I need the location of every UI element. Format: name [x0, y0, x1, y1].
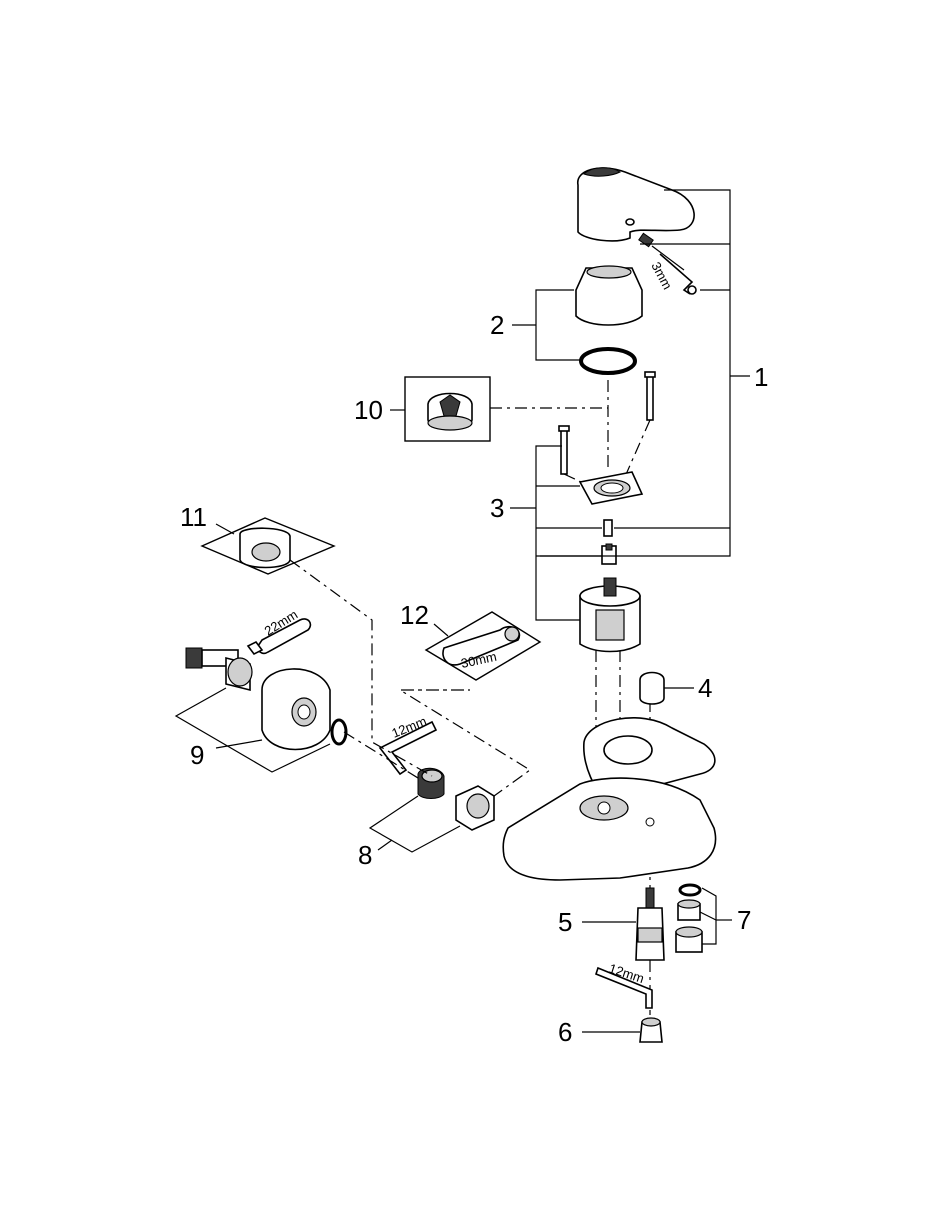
wrench-22mm-icon	[246, 618, 312, 656]
retaining-plate	[578, 471, 644, 505]
callout-7: 7	[737, 905, 751, 935]
cap-dome	[575, 265, 643, 326]
callout-6: 6	[558, 1017, 572, 1047]
seal-stack	[675, 883, 703, 953]
callout-4: 4	[698, 673, 712, 703]
callout-8: 8	[358, 840, 372, 870]
leader-lines	[174, 189, 750, 1033]
adapter-piece	[601, 543, 617, 565]
callout-5: 5	[558, 907, 572, 937]
small-screw	[603, 519, 613, 537]
long-screw-left	[558, 425, 570, 475]
callout-9: 9	[190, 740, 204, 770]
wrench-30mm-label: 30mm	[460, 649, 498, 671]
long-screw-right	[644, 371, 656, 421]
hex-key-12mm-left-icon	[378, 720, 438, 776]
part-10-frame	[404, 376, 491, 442]
part-11-frame	[200, 517, 336, 575]
threaded-insert	[417, 767, 445, 799]
lever-handle	[577, 167, 695, 242]
cartridge	[579, 577, 641, 653]
part-12-frame	[424, 611, 542, 681]
coupling-nut	[455, 785, 495, 831]
callout-12: 12	[400, 600, 429, 630]
callout-1: 1	[754, 362, 768, 392]
spout-body	[502, 717, 717, 881]
bottom-nut	[639, 1017, 663, 1043]
hex-key-12mm-bottom-icon	[595, 966, 653, 1009]
escutcheon	[261, 668, 331, 751]
callout-11: 11	[180, 502, 207, 532]
o-ring	[579, 347, 637, 375]
s-union	[185, 647, 253, 692]
hex-key-3mm-icon	[659, 253, 697, 295]
button-cap	[639, 671, 665, 705]
callout-3: 3	[490, 493, 504, 523]
diverter	[635, 887, 665, 961]
callout-2: 2	[490, 310, 504, 340]
washer-ring	[330, 718, 348, 746]
left-guide-lines	[289, 559, 532, 797]
callout-10: 10	[354, 395, 383, 425]
